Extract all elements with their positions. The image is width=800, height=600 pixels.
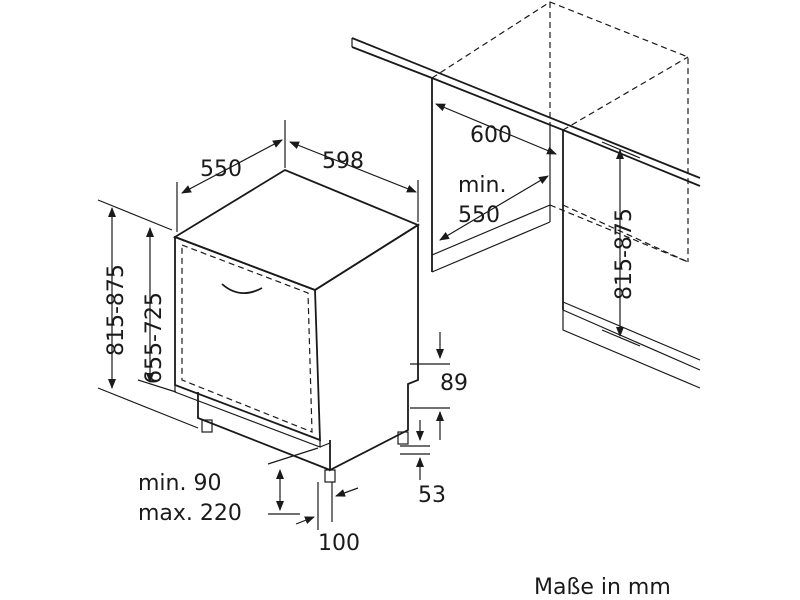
label-niche-550: 550	[458, 203, 500, 228]
label-598: 598	[322, 149, 364, 174]
label-89: 89	[440, 371, 468, 396]
dimension-min-550: min. 550	[439, 173, 549, 241]
base	[197, 392, 331, 471]
right-plinth	[562, 310, 701, 389]
side-face	[314, 223, 419, 472]
base-step	[319, 442, 331, 448]
dimension-min90-max220: min. 90 max. 220	[138, 447, 319, 526]
dimension-655-725: 655-725	[137, 227, 177, 393]
label-550: 550	[200, 157, 242, 182]
right-cabinet-base-2	[562, 309, 701, 371]
niche-dashed-front	[562, 56, 689, 131]
label-max-220: max. 220	[138, 501, 242, 526]
dimension-niche-height: 815-875	[601, 141, 641, 347]
niche-dashed-base	[562, 204, 689, 263]
label-815-875-left: 815-875	[104, 264, 129, 356]
dimension-815-875-left: 815-875	[97, 199, 199, 429]
foot-front-left	[201, 419, 213, 433]
door-inner-outline	[181, 244, 313, 433]
dishwasher	[172, 168, 420, 483]
door-handle	[221, 283, 263, 294]
dimension-89: 89	[410, 332, 468, 440]
right-cabinet-base	[562, 301, 701, 361]
cabinet-niche	[351, 1, 701, 389]
dimension-100: 100	[295, 482, 360, 556]
dimension-600: 600	[435, 103, 557, 155]
label-600: 600	[470, 123, 512, 148]
niche-dashed-top	[431, 1, 689, 262]
label-100: 100	[318, 531, 360, 556]
door-front	[174, 235, 321, 442]
countertop-lower-edge	[351, 46, 701, 187]
label-655-725: 655-725	[142, 292, 167, 384]
units-note: Maße in mm	[534, 575, 671, 600]
foot-back-right	[397, 431, 409, 445]
dimension-598: 598	[289, 141, 419, 222]
dimension-53: 53	[400, 420, 446, 508]
top-face	[172, 168, 420, 292]
label-53: 53	[418, 483, 446, 508]
countertop-top-edge	[351, 37, 701, 179]
left-cabinet-inner	[431, 77, 551, 256]
dimension-550: 550	[176, 120, 286, 232]
foot-front-right	[324, 469, 336, 483]
door-bottom	[174, 385, 321, 448]
label-min-90: min. 90	[138, 471, 221, 496]
label-niche-min: min.	[458, 173, 506, 198]
label-niche-815-875: 815-875	[612, 208, 637, 300]
